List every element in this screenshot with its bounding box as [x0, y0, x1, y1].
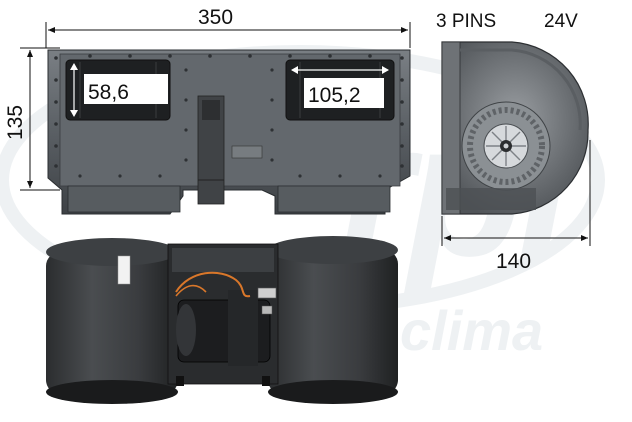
dimension-width-label: 350	[198, 6, 233, 29]
dimension-height-label: 135	[4, 105, 27, 140]
dimension-outlet-left: 58,6	[70, 63, 168, 117]
dimension-depth: 140	[441, 140, 591, 273]
watermark-brand-text: clima	[400, 299, 543, 362]
spec-pins: 3 PINS	[436, 11, 496, 32]
mounting-holes	[54, 54, 404, 178]
fan-wheel	[461, 101, 551, 191]
spec-voltage: 24V	[544, 11, 578, 32]
dimension-width: 350	[45, 6, 411, 48]
blower-photo	[46, 236, 398, 404]
dimension-outlet-right: 105,2	[291, 66, 389, 108]
side-view-housing	[441, 41, 589, 215]
dimension-outlet-right-label: 105,2	[308, 84, 361, 107]
dimension-height: 135	[4, 47, 60, 191]
dimension-outlet-left-label: 58,6	[88, 81, 129, 104]
dimension-depth-label: 140	[496, 250, 531, 273]
